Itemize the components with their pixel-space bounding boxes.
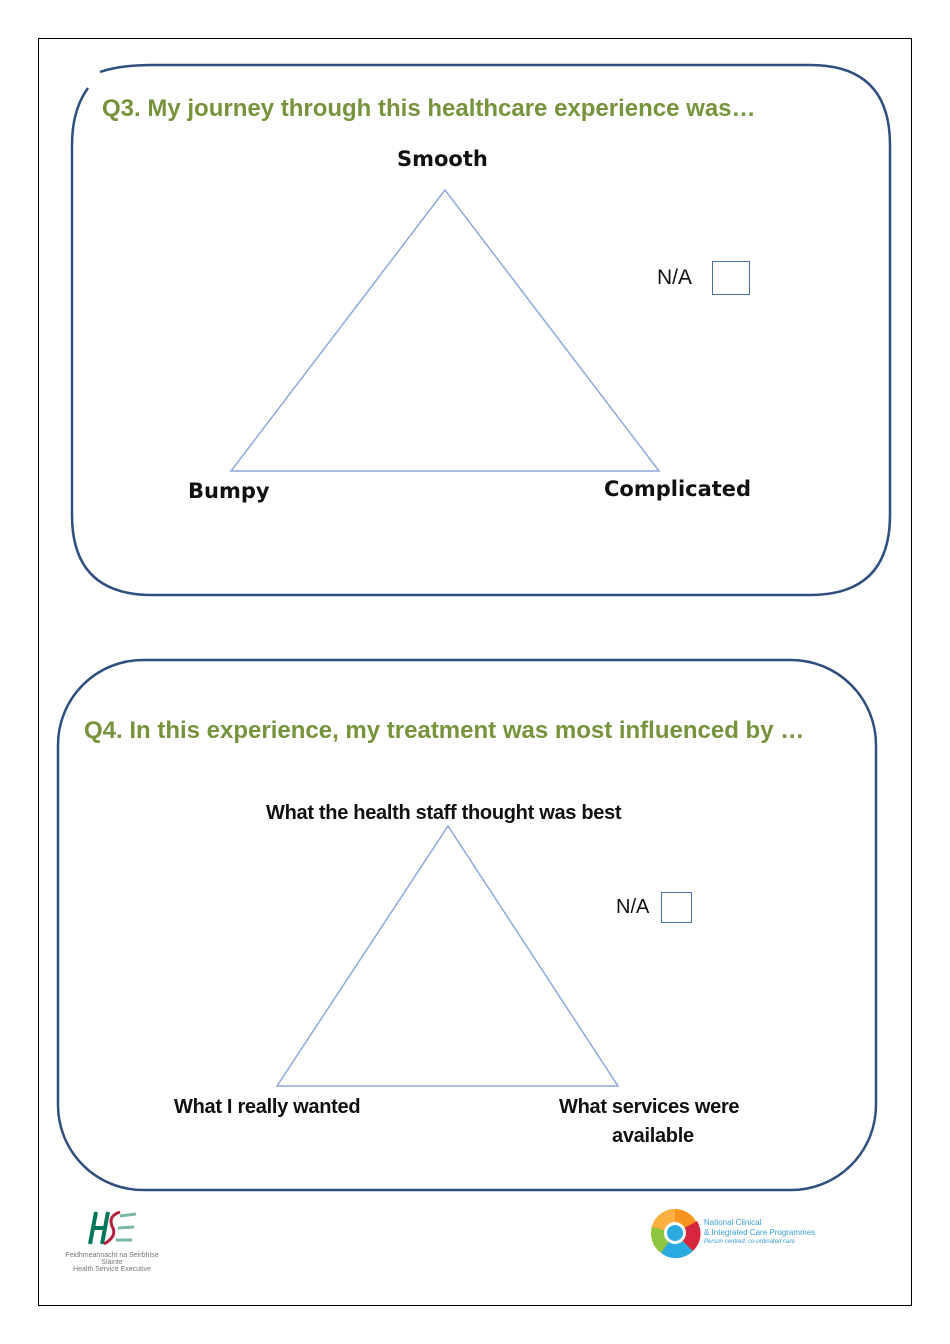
hse-logo-mark [88,1210,137,1246]
q3-na-label: N/A [657,266,693,289]
q4-frame [56,658,878,1192]
page-border [38,38,912,1306]
hse-irish-name: Feidhmeannacht na Seirbhíse Sláinte [65,1252,159,1266]
q3-label-left: Bumpy [188,479,270,503]
q4-label-right-2: available [612,1125,694,1147]
q3-na-checkbox[interactable] [712,261,750,295]
q4-triangle[interactable] [275,824,620,1087]
q3-frame [70,63,892,597]
hse-logo: Feidhmeannacht na Seirbhíse Sláinte Heal… [58,1208,166,1273]
ncp-name-2: & Integrated Care Programmes [704,1228,816,1237]
q3-label-top: Smooth [397,147,488,171]
ncp-logo-wheel [651,1209,701,1259]
q3-label-right: Complicated [604,477,752,501]
q4-na-checkbox[interactable] [661,892,692,923]
ncp-tagline: Person centred, co-ordinated care [704,1239,795,1245]
q4-na-label: N/A [616,896,650,918]
ncp-logo: National Clinical & Integrated Care Prog… [649,1207,819,1259]
q3-triangle[interactable] [229,188,661,472]
hse-english-name: Health Service Executive [73,1266,151,1273]
q4-label-left: What I really wanted [174,1096,361,1118]
q3-title: Q3. My journey through this healthcare e… [102,95,756,122]
q4-label-top: What the health staff thought was best [266,802,622,824]
q4-label-right-1: What services were [559,1096,740,1118]
q4-title: Q4. In this experience, my treatment was… [84,717,805,744]
ncp-name-1: National Clinical [704,1218,762,1227]
